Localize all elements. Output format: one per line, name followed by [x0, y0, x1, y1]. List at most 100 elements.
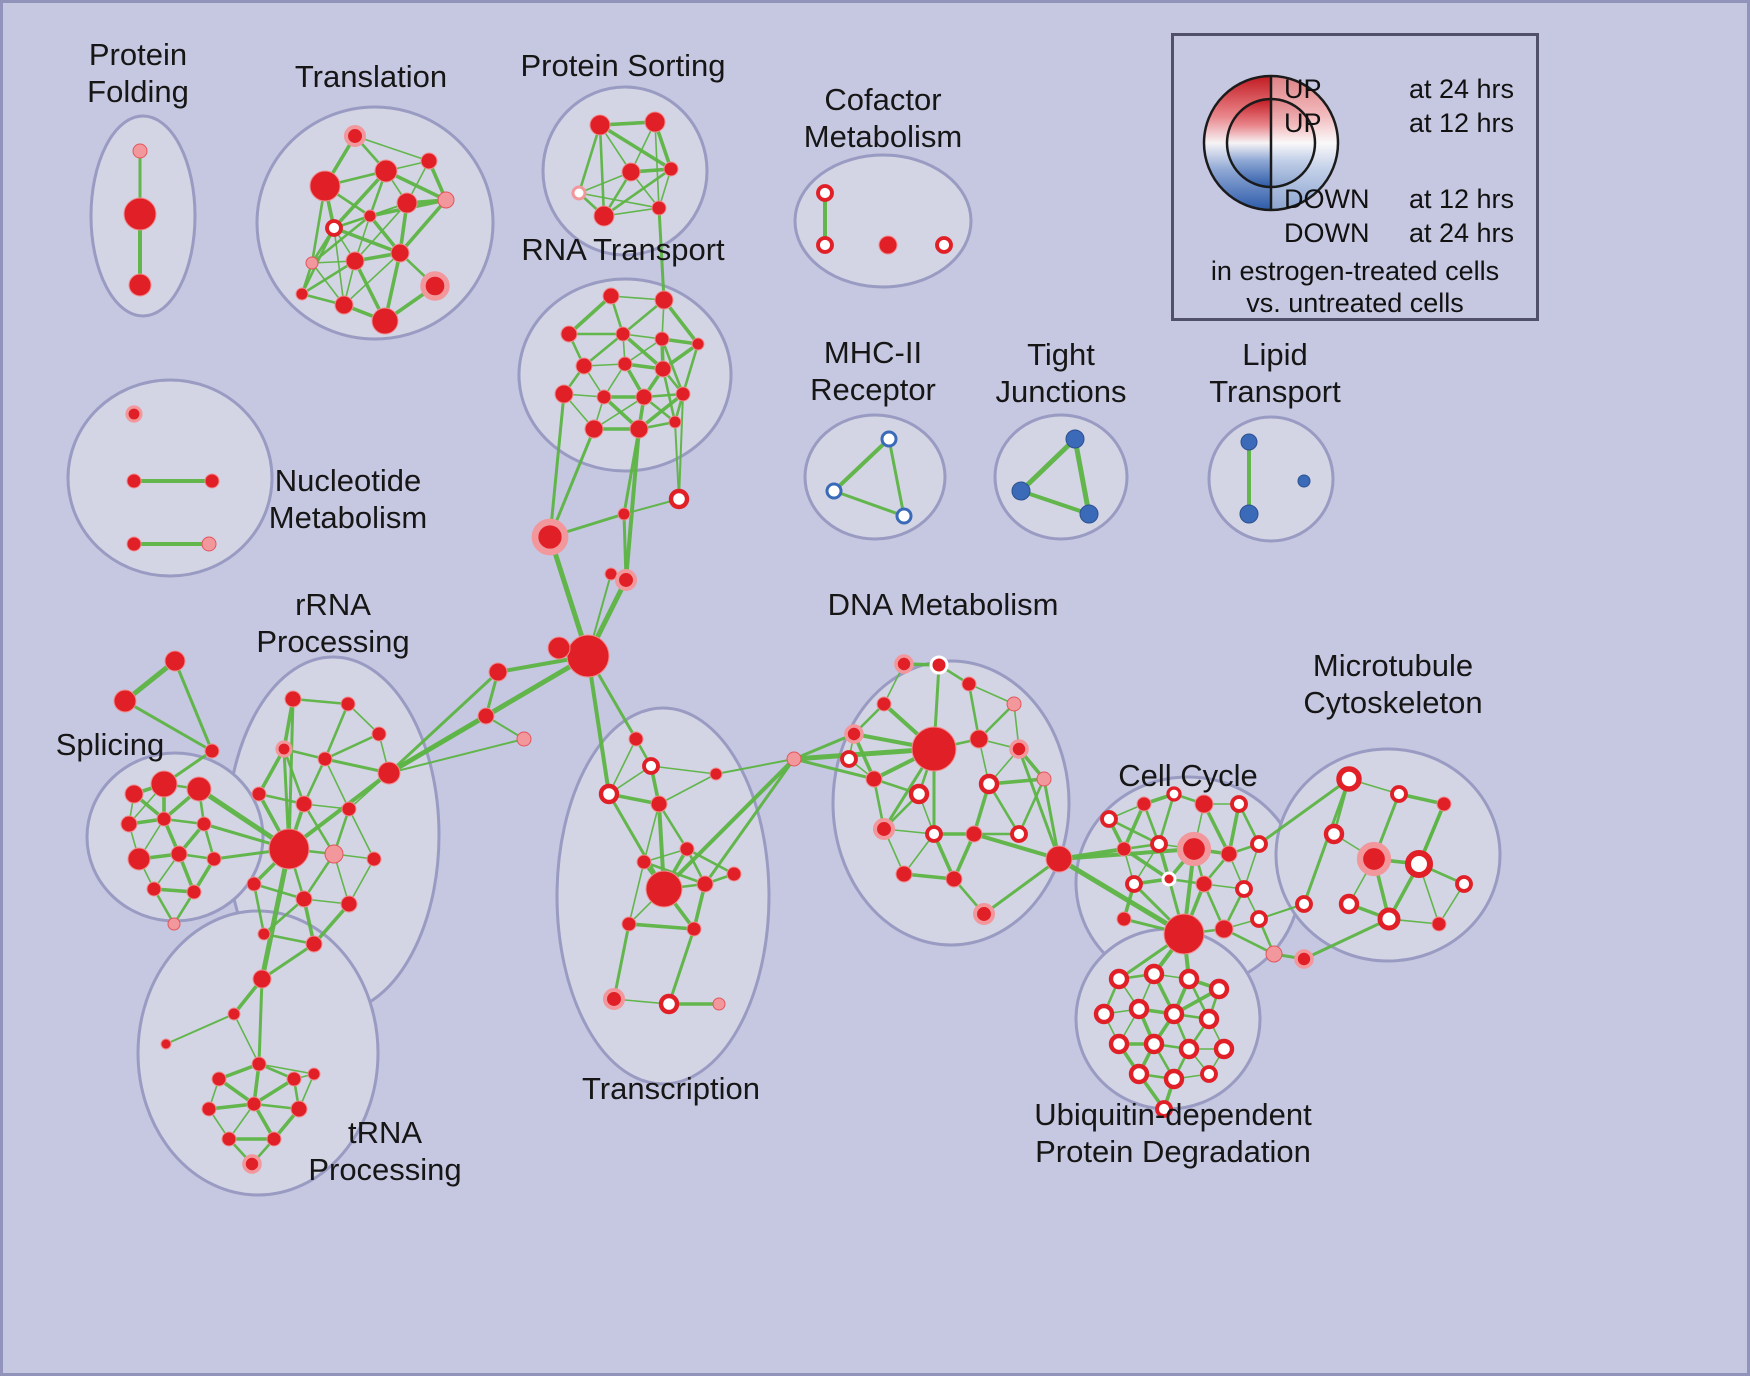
network-edge — [300, 259, 357, 296]
network-node — [334, 295, 354, 315]
network-node — [1163, 1003, 1185, 1025]
network-node — [1200, 1065, 1218, 1083]
network-node — [1108, 1033, 1130, 1055]
network-edge — [832, 489, 906, 518]
network-node — [363, 209, 377, 223]
network-node — [1323, 823, 1345, 845]
network-node — [654, 360, 672, 378]
network-edge — [667, 927, 696, 1006]
network-node — [628, 731, 644, 747]
network-node — [1404, 849, 1434, 879]
cluster-label-tight-junctions: Junctions — [996, 374, 1127, 409]
cluster-label-protein-sorting: Protein Sorting — [520, 48, 725, 83]
network-node — [965, 825, 983, 843]
network-node — [650, 795, 668, 813]
cluster-label-mhc-ii-receptor: Receptor — [810, 372, 936, 407]
cluster-label-trna-processing: Processing — [308, 1152, 461, 1187]
network-node — [895, 507, 913, 525]
network-edge — [586, 654, 611, 796]
network-edge — [354, 202, 408, 262]
network-node — [621, 916, 637, 932]
network-node — [816, 184, 834, 202]
network-node — [668, 415, 682, 429]
network-edge — [323, 732, 381, 761]
network-node — [246, 876, 262, 892]
network-node — [488, 662, 508, 682]
network-node — [204, 473, 220, 489]
network-edge — [660, 337, 685, 396]
network-node — [679, 841, 695, 857]
network-edge — [657, 206, 666, 302]
network-edge — [654, 121, 660, 209]
network-node — [629, 419, 649, 439]
network-node — [696, 875, 714, 893]
cluster-label-rna-transport: RNA Transport — [521, 232, 725, 267]
network-node — [1136, 796, 1152, 812]
network-node — [167, 917, 181, 931]
network-node — [1150, 835, 1168, 853]
network-node — [1214, 919, 1234, 939]
cluster-label-cofactor-metabolism: Metabolism — [804, 119, 963, 154]
network-node — [654, 331, 670, 347]
legend-box: UP at 24 hrs UP at 12 hrs DOWN at 12 hrs… — [1171, 33, 1539, 321]
cluster-label-cell-cycle: Cell Cycle — [1118, 758, 1258, 793]
network-node — [651, 200, 667, 216]
network-node — [340, 895, 358, 913]
network-node — [286, 1071, 302, 1087]
network-node — [257, 927, 271, 941]
network-node — [709, 767, 723, 781]
network-node — [1163, 913, 1205, 955]
network-edge — [1302, 777, 1351, 906]
network-edge — [291, 697, 350, 706]
network-node — [366, 851, 382, 867]
legend-row-up-12: UP at 12 hrs — [1284, 108, 1514, 138]
network-node — [1230, 795, 1248, 813]
network-node — [894, 654, 914, 674]
network-node — [1116, 911, 1132, 927]
network-edge — [1019, 489, 1091, 516]
network-node — [1065, 429, 1085, 449]
network-edge — [1302, 917, 1391, 961]
network-node — [343, 124, 367, 148]
network-node — [645, 870, 683, 908]
network-edge — [598, 123, 606, 218]
cluster-label-translation: Translation — [295, 59, 447, 94]
network-node — [1240, 433, 1258, 451]
network-edge — [548, 392, 566, 539]
network-node — [156, 811, 172, 827]
network-node — [596, 389, 612, 405]
network-edge — [387, 670, 500, 775]
network-edge — [312, 902, 351, 946]
network-edge — [1042, 777, 1061, 861]
network-edge — [643, 803, 660, 863]
legend-term: DOWN — [1284, 218, 1370, 248]
network-node — [978, 773, 1000, 795]
legend-row-down-12: DOWN at 12 hrs — [1284, 184, 1514, 214]
network-node — [1009, 739, 1029, 759]
network-edge — [258, 1063, 315, 1075]
network-node — [691, 337, 705, 351]
legend-dial-icon — [1202, 74, 1340, 212]
network-edge — [1017, 777, 1046, 836]
network-edge — [703, 757, 796, 886]
network-node — [1208, 978, 1230, 1000]
network-node — [345, 251, 365, 271]
network-node — [396, 192, 418, 214]
network-node — [201, 1101, 217, 1117]
network-node — [113, 689, 137, 713]
network-edge — [282, 747, 306, 806]
network-node — [275, 740, 293, 758]
network-node — [1036, 771, 1052, 787]
network-edge — [972, 832, 1061, 861]
network-node — [146, 881, 162, 897]
network-node — [1178, 968, 1200, 990]
network-edge — [578, 192, 660, 209]
cluster-label-ubiquitin-degradation: Ubiquitin-dependent — [1034, 1097, 1312, 1132]
network-node — [160, 1038, 172, 1050]
cluster-label-lipid-transport: Lipid — [1242, 337, 1308, 372]
network-node — [126, 473, 142, 489]
network-edge — [332, 226, 402, 255]
network-node — [128, 273, 152, 297]
network-node — [305, 935, 323, 953]
network-node — [571, 185, 587, 201]
